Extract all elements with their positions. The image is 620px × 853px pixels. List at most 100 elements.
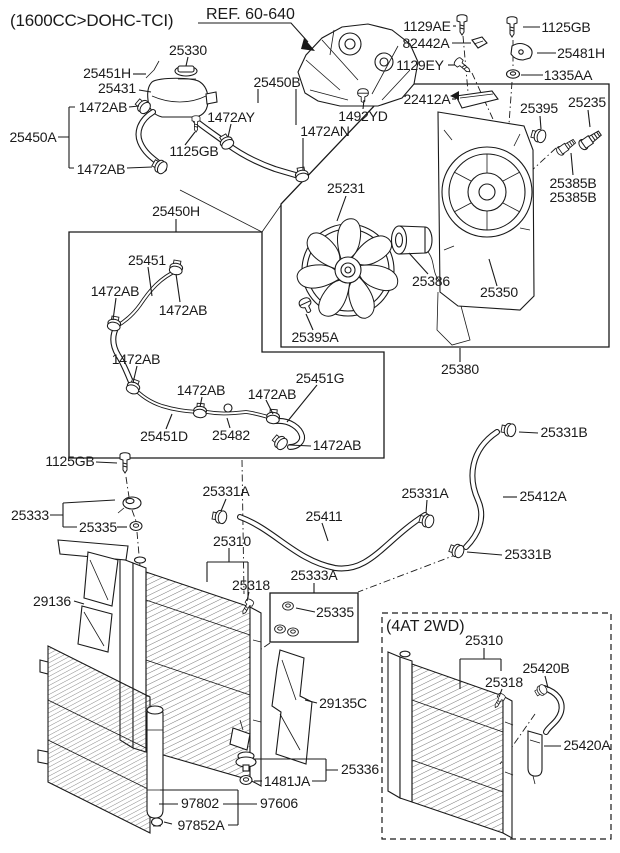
part-label-97802-55: 97802 — [181, 795, 219, 811]
part-label-25331a-46: 25331A — [401, 485, 449, 501]
part-label-29136-44: 29136 — [33, 593, 71, 609]
part-label-25380-25: 25380 — [441, 361, 479, 377]
receiver-drier-97802-drawing — [146, 705, 164, 819]
part-label-25333a-50: 25333A — [290, 567, 338, 583]
grommet-icon — [287, 627, 299, 637]
ref-callout-arrow — [198, 22, 315, 51]
part-label-1472ab-30: 1472AB — [159, 302, 208, 318]
part-label-1481ja-54: 1481JA — [264, 773, 311, 789]
part-label-1492yd-10: 1492YD — [338, 108, 387, 124]
part-label-97852a-57: 97852A — [177, 817, 225, 833]
part-label-25451-28: 25451 — [128, 252, 166, 268]
sensor-25235-icon — [576, 128, 604, 152]
part-label-25451d-35: 25451D — [140, 428, 188, 444]
part-label-25420b-60: 25420B — [522, 660, 569, 676]
hose-clamp-icon — [269, 432, 290, 453]
clamp-25395-icon — [529, 127, 548, 145]
part-label-29135c-52: 29135C — [319, 695, 367, 711]
part-label-82442a-14: 82442A — [402, 35, 450, 51]
oil-cooler-hose-25420b-drawing — [541, 685, 565, 735]
variant-label: (4AT 2WD) — [386, 618, 465, 635]
part-label-25482-36: 25482 — [212, 427, 250, 443]
mount-bracket-25336-drawing — [229, 719, 257, 772]
drain-cock-25333-icon — [117, 496, 142, 514]
air-guard-29136-drawing — [57, 539, 129, 653]
part-label-25335-51: 25335 — [316, 604, 354, 620]
bracket-25481h-icon — [510, 42, 533, 61]
nut-1335aa-icon — [505, 69, 521, 79]
clip-82442a-icon — [471, 36, 488, 49]
coolant-reservoir-drawing — [140, 60, 218, 118]
part-label-1472ab-29: 1472AB — [91, 283, 140, 299]
part-label-25450h-27: 25450H — [152, 203, 200, 219]
part-label-22412a-18: 22412A — [403, 91, 451, 107]
part-label-25350-24: 25350 — [480, 284, 518, 300]
part-label-97606-56: 97606 — [260, 795, 298, 811]
air-guard-29135c-drawing — [271, 649, 313, 765]
grommet-25335-icon — [129, 521, 143, 531]
hose-clamp-icon — [265, 408, 281, 425]
clamp-25331b-icon — [447, 541, 467, 560]
part-label-25335-40: 25335 — [79, 519, 117, 535]
condenser-97606-drawing — [37, 645, 151, 834]
4at-radiator-25310-drawing — [387, 650, 514, 839]
heater-pipe-hose-assembly-drawing — [110, 268, 306, 450]
part-label-25336-53: 25336 — [341, 761, 379, 777]
hose-clamp-icon — [293, 166, 310, 184]
upper-radiator-hose-25411-drawing — [237, 512, 428, 572]
part-label-25331b-49: 25331B — [504, 546, 551, 562]
drier-cap-97852a-icon — [150, 817, 164, 827]
part-label-25481h-15: 25481H — [557, 45, 605, 61]
grommet-1481ja-icon — [239, 775, 253, 785]
fan-shroud-group-box — [280, 83, 610, 348]
air-guard-22412a-icon — [450, 90, 499, 109]
part-label-25411-45: 25411 — [306, 508, 343, 524]
fan-motor-25386-drawing — [390, 225, 442, 283]
hose-clamp-icon — [106, 315, 123, 333]
engine-assembly-drawing — [297, 23, 419, 107]
bolt-1129ey-icon — [452, 56, 474, 76]
part-label-25395a-26: 25395A — [291, 329, 339, 345]
part-label-25231-11: 25231 — [327, 180, 365, 196]
part-label-1472ab-33: 1472AB — [248, 386, 297, 402]
part-label-25450a-4: 25450A — [9, 129, 57, 145]
part-label-25386-23: 25386 — [412, 273, 450, 289]
part-label-25318-43: 25318 — [232, 577, 270, 593]
bolt-1125gb-icon — [506, 16, 518, 38]
page-title: (1600CC>DOHC-TCI) — [10, 11, 173, 30]
reservoir-hose-25450b-drawing — [193, 118, 306, 180]
part-label-1125gb-6: 1125GB — [169, 143, 218, 159]
part-label-25450b-8: 25450B — [253, 74, 300, 90]
part-label-25310-42: 25310 — [213, 533, 251, 549]
part-label-25331a-41: 25331A — [202, 483, 250, 499]
part-label-1472ab-31: 1472AB — [112, 351, 161, 367]
part-label-25451h-1: 25451H — [83, 65, 131, 81]
part-label-25333-39: 25333 — [11, 507, 49, 523]
part-label-25330-0: 25330 — [169, 42, 207, 58]
clamp-25331a-icon — [211, 508, 229, 525]
part-label-1472an-9: 1472AN — [300, 123, 349, 139]
part-label-25385b-22: 25385B — [549, 189, 596, 205]
leader-lines — [50, 25, 591, 826]
clamp-25331b-icon — [500, 421, 518, 438]
part-label-25331b-48: 25331B — [540, 424, 587, 440]
part-label-1129ae-12: 1129AE — [403, 18, 451, 34]
part-label-25420a-61: 25420A — [563, 737, 611, 753]
part-label-25395-19: 25395 — [520, 100, 558, 116]
part-label-1472ay-7: 1472AY — [207, 109, 255, 125]
part-label-25412a-47: 25412A — [519, 488, 567, 504]
bolt-1129ae-icon — [456, 14, 468, 36]
part-label-1125gb-13: 1125GB — [541, 19, 590, 35]
oil-cooler-tube-25420a-drawing — [527, 730, 543, 785]
hose-clamp-icon — [533, 682, 549, 699]
part-label-1472ab-5: 1472AB — [77, 161, 126, 177]
part-label-1472ab-3: 1472AB — [79, 99, 128, 115]
hose-clamp-icon — [168, 259, 185, 277]
part-label-25431-2: 25431 — [98, 80, 136, 96]
part-label-1472ab-37: 1472AB — [313, 437, 362, 453]
part-label-1125gb-38: 1125GB — [45, 453, 94, 469]
clamp-25331a-icon — [417, 512, 436, 530]
